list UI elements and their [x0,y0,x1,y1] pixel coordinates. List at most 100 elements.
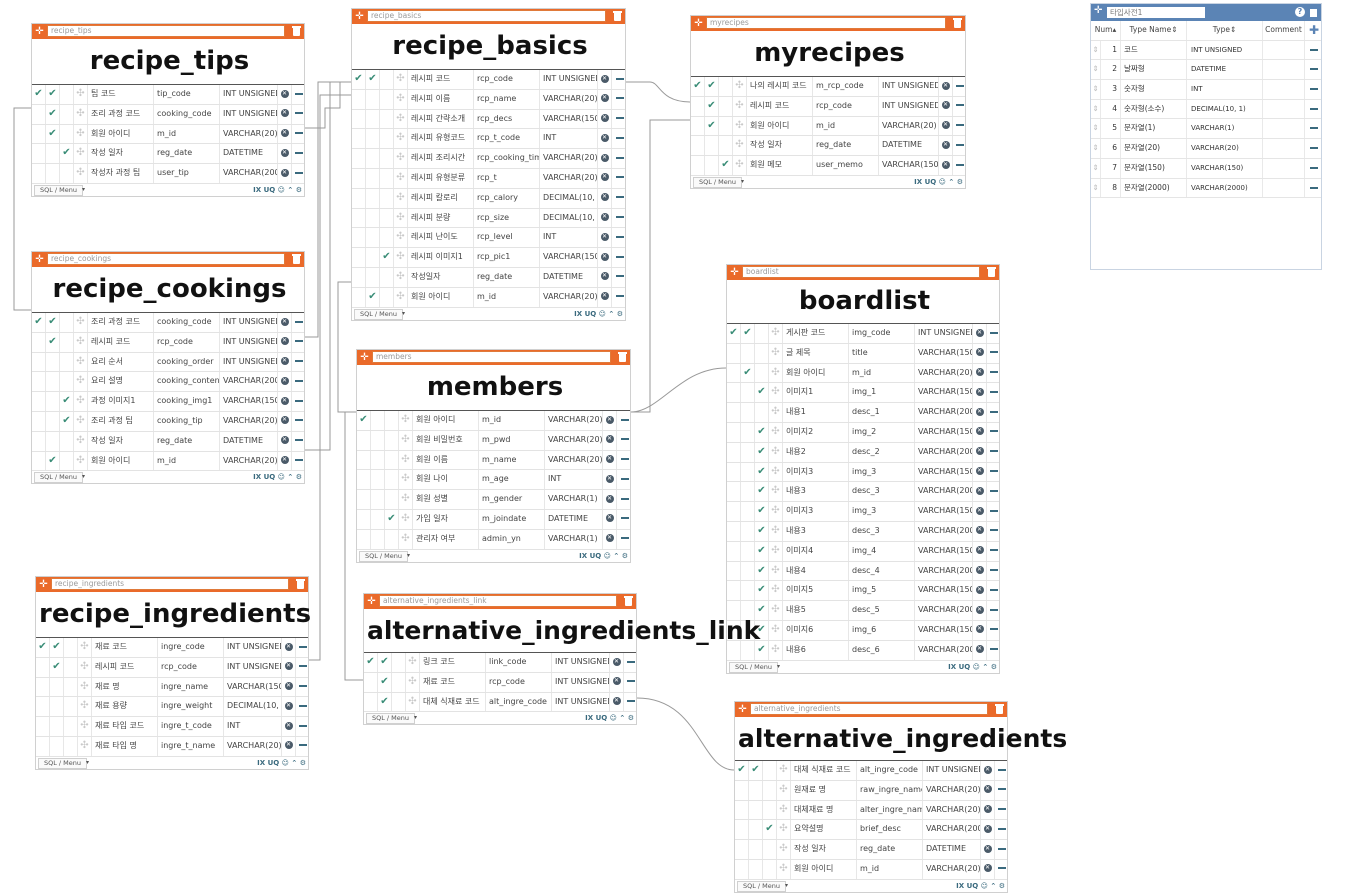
pk-cell[interactable] [32,431,46,451]
fk-cell[interactable] [741,502,755,521]
pk-cell[interactable] [357,490,371,509]
minus-icon[interactable] [990,371,998,374]
fk-cell[interactable] [371,509,385,529]
pk-check-icon[interactable]: ✔ [352,70,366,89]
nn-check-icon[interactable]: ✔ [755,581,769,601]
delete-circle-icon[interactable]: ✕ [600,193,609,202]
minus-icon[interactable] [998,867,1006,870]
drag-handle-icon[interactable]: ✣ [394,149,408,168]
pk-cell[interactable] [727,620,741,640]
nn-check-icon[interactable]: ✔ [755,383,769,403]
table-name-field[interactable]: recipe_cookings [47,253,285,265]
collapse-icon[interactable]: ⌃ [613,551,620,560]
collapse-icon[interactable]: ⌃ [291,758,298,767]
comment-icon[interactable]: ☺ [603,551,611,560]
delete-cell[interactable]: ✕ [278,144,292,164]
remove-cell[interactable] [953,77,967,96]
minus-icon[interactable] [299,665,307,668]
nn-cell[interactable] [755,363,769,383]
delete-cell[interactable]: ✕ [282,697,296,717]
minus-icon[interactable] [990,351,998,354]
relationship-line[interactable] [305,81,351,129]
trash-icon[interactable] [986,265,997,280]
delete-cell[interactable]: ✕ [282,677,296,697]
pk-cell[interactable] [727,521,741,541]
minus-icon[interactable] [615,97,624,100]
fk-cell[interactable] [366,109,380,129]
remove-cell[interactable] [292,353,306,372]
drag-handle-icon[interactable]: ✣ [769,601,783,620]
drag-handle-icon[interactable]: ✣ [777,840,791,859]
pk-check-icon[interactable]: ✔ [727,324,741,343]
remove-cell[interactable] [953,117,967,136]
delete-circle-icon[interactable]: ✕ [600,213,609,222]
fk-cell[interactable] [741,383,755,403]
pk-cell[interactable] [357,430,371,450]
fk-cell[interactable] [741,601,755,620]
fk-check-icon[interactable]: ✔ [46,85,60,104]
delete-cell[interactable]: ✕ [598,89,612,109]
table-name-field[interactable]: alternative_ingredients_link [379,595,617,607]
sql-menu-button[interactable]: SQL / Menu [34,472,84,484]
delete-cell[interactable]: ✕ [973,324,987,343]
nn-check-icon[interactable]: ✔ [755,640,769,660]
pk-cell[interactable] [727,462,741,482]
relationship-line[interactable] [305,81,351,451]
relationship-line[interactable] [305,94,351,661]
minus-icon[interactable] [615,216,624,219]
pk-cell[interactable] [36,736,50,756]
drag-handle-icon[interactable]: ✣ [769,442,783,462]
nn-cell[interactable] [392,653,406,672]
delete-circle-icon[interactable]: ✕ [600,94,609,103]
collapse-icon[interactable]: ⌃ [948,177,955,186]
dictionary-comment[interactable] [1263,178,1305,198]
remove-cell[interactable] [292,372,306,391]
nn-cell[interactable] [385,450,399,470]
dictionary-comment[interactable] [1263,40,1305,60]
drag-handle-icon[interactable]: ✣ [399,430,413,450]
minus-icon[interactable] [295,439,303,442]
minus-icon[interactable] [295,112,303,115]
pk-cell[interactable] [357,470,371,490]
minus-icon[interactable] [295,171,303,174]
pk-cell[interactable] [727,502,741,521]
drag-handle-icon[interactable]: ✣ [394,188,408,208]
drag-handle-icon[interactable]: ✣ [769,324,783,343]
remove-cell[interactable] [995,781,1009,800]
dictionary-type[interactable]: VARCHAR(150) [1187,158,1263,178]
remove-cell[interactable] [292,144,306,163]
delete-circle-icon[interactable]: ✕ [280,436,289,445]
delete-circle-icon[interactable]: ✕ [941,140,950,149]
delete-cell[interactable]: ✕ [603,450,617,470]
uq-button[interactable]: UQ [584,309,597,318]
delete-circle-icon[interactable]: ✕ [605,474,614,483]
fk-check-icon[interactable]: ✔ [46,313,60,332]
ix-button[interactable]: IX [253,185,262,194]
fk-cell[interactable] [741,561,755,581]
fk-cell[interactable] [749,859,763,879]
fk-cell[interactable] [371,490,385,509]
delete-circle-icon[interactable]: ✕ [280,337,289,346]
nn-check-icon[interactable]: ✔ [755,442,769,462]
remove-cell[interactable] [987,621,1001,640]
nn-cell[interactable] [380,188,394,208]
delete-cell[interactable]: ✕ [278,104,292,124]
delete-circle-icon[interactable]: ✕ [284,701,293,710]
remove-cell[interactable] [292,333,306,352]
delete-circle-icon[interactable]: ✕ [612,657,621,666]
sql-menu-button[interactable]: SQL / Menu [38,757,88,769]
drag-handle-icon[interactable]: ✣ [74,124,88,144]
delete-cell[interactable]: ✕ [598,188,612,208]
delete-cell[interactable]: ✕ [278,431,292,451]
drag-handle-icon[interactable]: ✣ [78,657,92,677]
